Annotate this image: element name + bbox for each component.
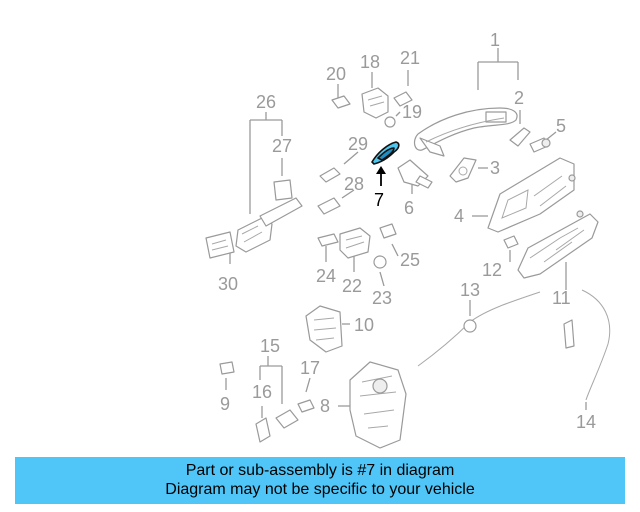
part-2-gasket [509,110,531,147]
callout-13: 13 [460,280,480,300]
callout-1: 1 [490,30,500,50]
part-14-cable [563,289,611,410]
callout-30: 30 [218,274,238,294]
part-8-latch [338,361,407,449]
callout-24: 24 [316,266,336,286]
part-20-bolt [331,84,351,109]
part-30-striker [205,231,235,264]
callout-21: 21 [400,48,420,68]
part-9-screw [219,361,235,390]
part-22-hinge [339,227,371,272]
part-3-cover [449,157,488,183]
callout-29: 29 [348,134,368,154]
part-17-bolt [275,377,315,429]
info-banner: Part or sub-assembly is #7 in diagram Di… [15,457,625,504]
part-4-frame [472,157,576,233]
banner-line-2: Diagram may not be specific to your vehi… [165,481,475,498]
callout-3: 3 [490,158,500,178]
callout-20: 20 [326,64,346,84]
part-24-bolt [317,233,339,262]
part-13-cable [417,291,541,367]
callout-12: 12 [482,260,502,280]
part-25-bolt [379,223,399,257]
callout-10: 10 [354,315,374,335]
part-10-actuator [305,305,350,353]
callout-14: 14 [576,412,596,432]
callout-27: 27 [272,136,292,156]
callout-15: 15 [260,336,280,356]
part-16-cover [255,406,271,443]
callout-28: 28 [344,174,364,194]
part-6-lock-cylinder [397,159,433,194]
part-29-screw [319,151,359,183]
callout-11: 11 [552,288,571,308]
part-15-group [259,356,283,404]
callout-5: 5 [556,116,566,136]
part-21-bolt [393,70,413,107]
part-27-bumper [273,158,293,201]
part-26-check-strap [235,112,303,253]
parts-diagram: 1 2 5 3 4 11 12 [205,30,611,449]
callout-9: 9 [220,394,230,414]
banner-line-1: Part or sub-assembly is #7 in diagram [185,462,455,479]
part-1-outer-handle [413,48,519,157]
callout-16: 16 [252,382,272,402]
callout-6: 6 [404,198,414,218]
callout-26: 26 [256,92,276,112]
callout-17: 17 [300,358,320,378]
callout-23: 23 [372,288,392,308]
part-7-seal-highlighted [371,141,400,186]
part-5-screw [529,131,557,153]
part-12-screw [503,235,519,262]
part-28-screw [317,189,355,215]
callout-25: 25 [400,250,420,270]
callout-22: 22 [342,276,362,296]
callout-19: 19 [402,102,422,122]
part-19-clip [384,111,401,128]
callout-18: 18 [360,52,380,72]
callout-4: 4 [454,206,464,226]
callout-7: 7 [374,190,384,210]
part-18-bracket [361,72,389,119]
callout-8: 8 [320,396,330,416]
callout-2: 2 [514,88,524,108]
part-23-grommet [373,255,387,287]
part-11-inner-handle [517,210,599,290]
